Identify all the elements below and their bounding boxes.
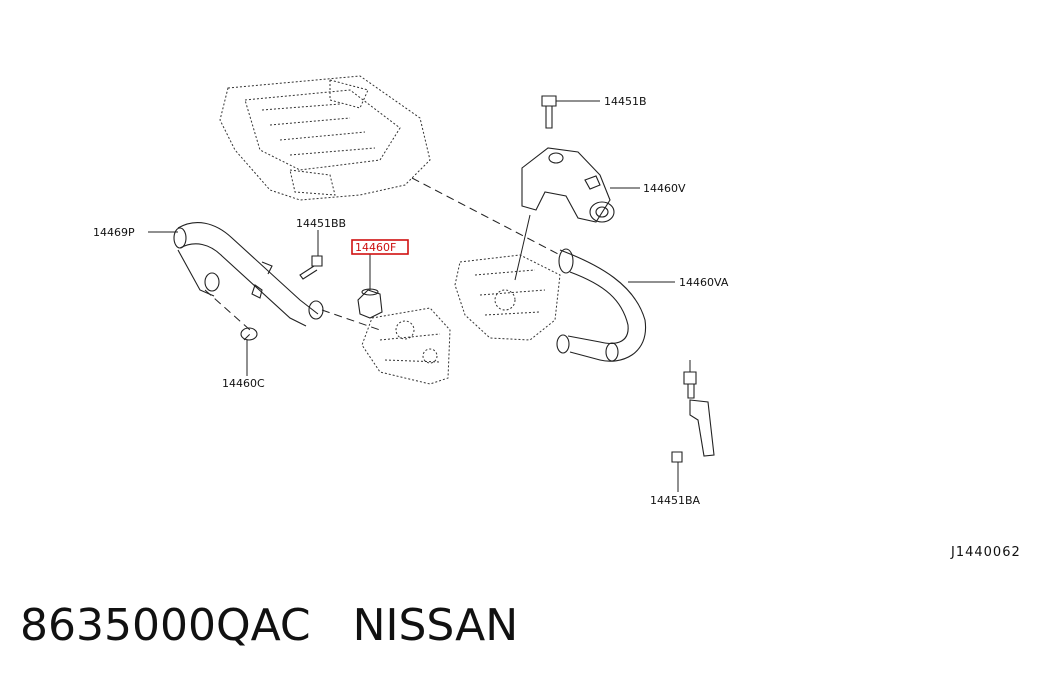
diagram-code: J1440062 [951, 545, 1021, 560]
pipe-14469p-illustration [173, 222, 324, 327]
part-label-14451b[interactable]: 14451B [604, 95, 647, 108]
assembly-line [321, 309, 381, 331]
part-label-14460f[interactable]: 14460F [355, 241, 396, 254]
part-label-14451bb[interactable]: 14451BB [296, 217, 346, 230]
thermostat-housing-illustration [454, 254, 561, 341]
part-label-14469p[interactable]: 14469P [93, 226, 135, 239]
lower-housing-illustration [361, 307, 451, 385]
assembly-line [514, 214, 531, 281]
bracket-14451ba-illustration [671, 371, 715, 463]
selected-part-highlight [351, 239, 409, 255]
cap-14460f-illustration[interactable] [357, 288, 383, 319]
hose-14460va-illustration [556, 248, 647, 362]
elbow-14460v-illustration [521, 147, 615, 223]
assembly-line [411, 177, 561, 256]
bolt-14451bb-illustration [299, 255, 323, 280]
bolt-14451b-illustration [541, 95, 557, 129]
part-label-14451ba[interactable]: 14451BA [650, 494, 701, 507]
part-title: 8635000QAC NISSAN [20, 600, 518, 651]
assembly-line [243, 331, 253, 341]
part-label-14460v[interactable]: 14460V [643, 182, 686, 195]
part-label-14460va[interactable]: 14460VA [679, 276, 729, 289]
brand-name: NISSAN [352, 600, 519, 651]
gasket-14460c-illustration [240, 327, 258, 341]
part-number: 8635000QAC [20, 600, 311, 651]
engine-block-illustration [219, 75, 431, 201]
title-spacer [311, 600, 353, 651]
part-label-14460c[interactable]: 14460C [222, 377, 265, 390]
assembly-line [204, 289, 251, 331]
